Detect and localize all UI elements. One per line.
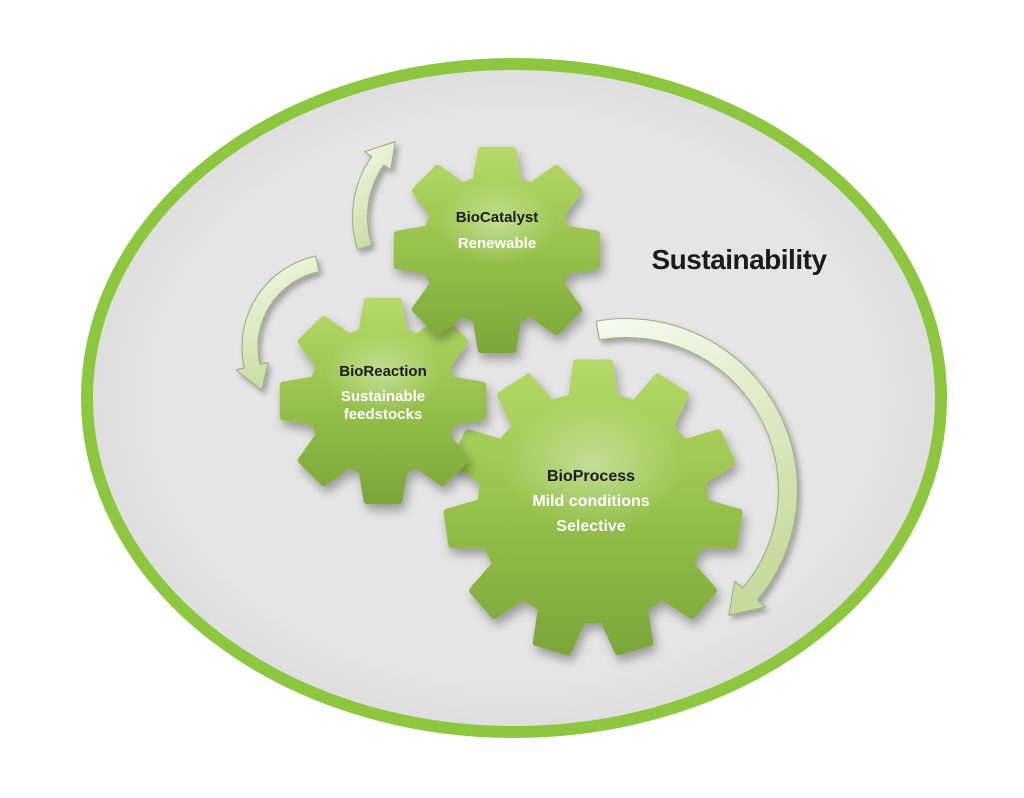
arrow-curved-down-left-icon [235,255,320,391]
diagram-title: Sustainability [651,244,827,275]
gear-subtitle-line: Mild conditions [532,493,649,510]
gear-title: BioCatalyst [456,209,539,226]
arrow-curved-up-right-icon [351,141,396,251]
gear-subtitle-line: feedstocks [344,406,422,423]
gear-bioreaction: BioReaction Sustainable feedstocks [279,297,487,505]
arrow-curved-clockwise-large-icon [595,317,799,616]
gear-title: BioProcess [547,468,635,485]
gear-subtitle-line: Renewable [458,235,536,252]
gear-subtitle-line: Selective [556,518,625,535]
gear-biocatalyst: BioCatalyst Renewable [393,146,601,354]
gear-subtitle-line: Sustainable [341,388,425,405]
gear-title: BioReaction [339,363,427,380]
